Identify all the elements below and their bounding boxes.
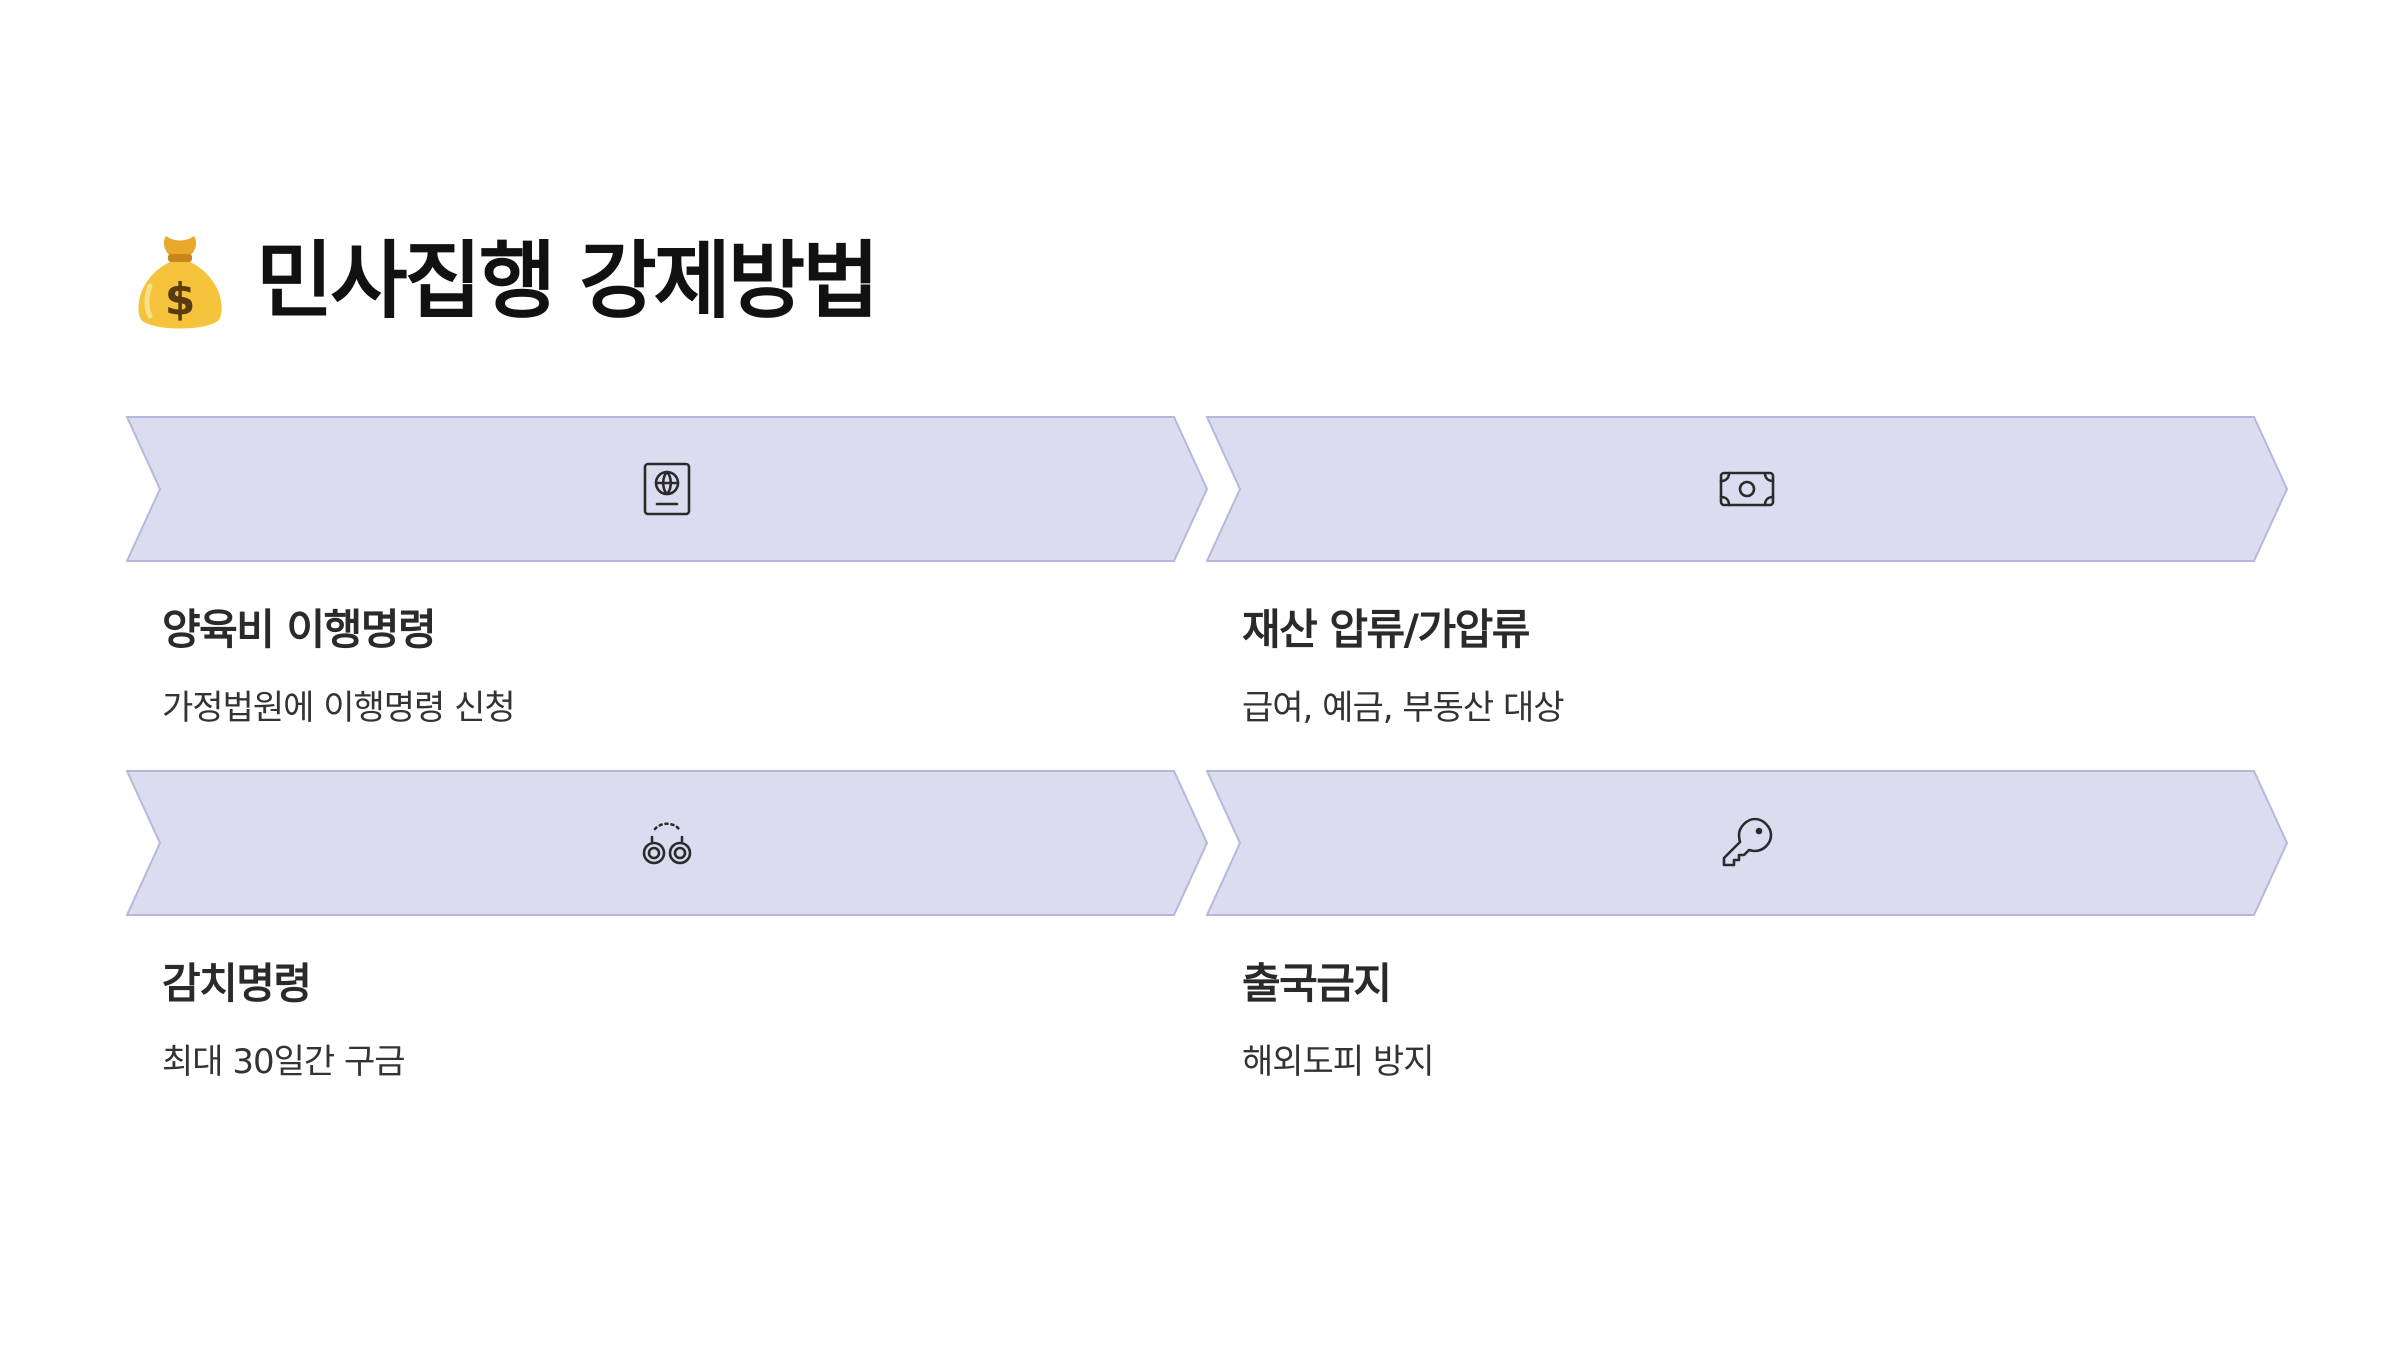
page-title: 민사집행 강제방법: [256, 232, 879, 330]
chevron-banner: [126, 416, 1208, 562]
slide-title: $ 민사집행 강제방법: [130, 226, 879, 336]
banknote-icon: [1719, 471, 1775, 507]
chevron-banner: [126, 770, 1208, 916]
chevron-shape: [126, 416, 1208, 562]
card-property-seizure: 재산 압류/가압류 급여, 예금, 부동산 대상: [1206, 416, 2288, 728]
card-detention-order: 감치명령 최대 30일간 구금: [126, 770, 1208, 1082]
card-title: 출국금지: [1242, 959, 1392, 1008]
card-title: 양육비 이행명령: [162, 605, 437, 654]
card-description: 해외도피 방지: [1242, 1042, 1434, 1082]
svg-text:$: $: [165, 274, 196, 325]
card-description: 급여, 예금, 부동산 대상: [1242, 688, 1565, 728]
card-travel-ban: 출국금지 해외도피 방지: [1206, 770, 2288, 1082]
key-icon: [1722, 817, 1773, 867]
chevron-banner: [1206, 416, 2288, 562]
chevron-shape: [126, 770, 1208, 916]
card-title: 재산 압류/가압류: [1242, 605, 1530, 654]
chevron-shape: [1206, 770, 2288, 916]
chevron-shape: [1206, 416, 2288, 562]
handcuffs-icon: [642, 822, 692, 865]
passport-icon: [643, 462, 691, 516]
card-child-support-order: 양육비 이행명령 가정법원에 이행명령 신청: [126, 416, 1208, 728]
chevron-banner: [1206, 770, 2288, 916]
card-description: 최대 30일간 구금: [162, 1042, 406, 1082]
card-title: 감치명령: [162, 959, 312, 1008]
card-description: 가정법원에 이행명령 신청: [162, 688, 516, 728]
money-bag-icon: $: [138, 236, 222, 329]
